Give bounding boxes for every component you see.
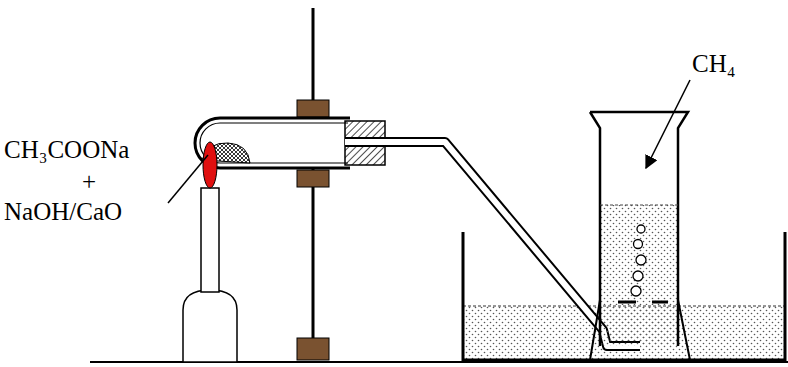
alcohol-lamp (183, 290, 237, 362)
stand-base (297, 338, 329, 360)
water (463, 306, 785, 360)
chemical-formula: CH₃COONa (4, 136, 129, 164)
test-tube (195, 118, 350, 168)
delivery-tube (345, 142, 640, 346)
clamp-block (297, 100, 329, 117)
gas-bubbles (631, 225, 646, 296)
plus-sign: + (82, 168, 96, 196)
clamp-block (297, 170, 329, 187)
flame (203, 142, 217, 188)
gas-formula: CH₄ (692, 50, 735, 78)
leader-arrow (646, 80, 690, 168)
chemical-formula: NaOH/CaO (4, 198, 122, 226)
leader-line (168, 155, 208, 203)
gas-jar (590, 112, 688, 346)
lamp-wick-holder (201, 188, 219, 292)
